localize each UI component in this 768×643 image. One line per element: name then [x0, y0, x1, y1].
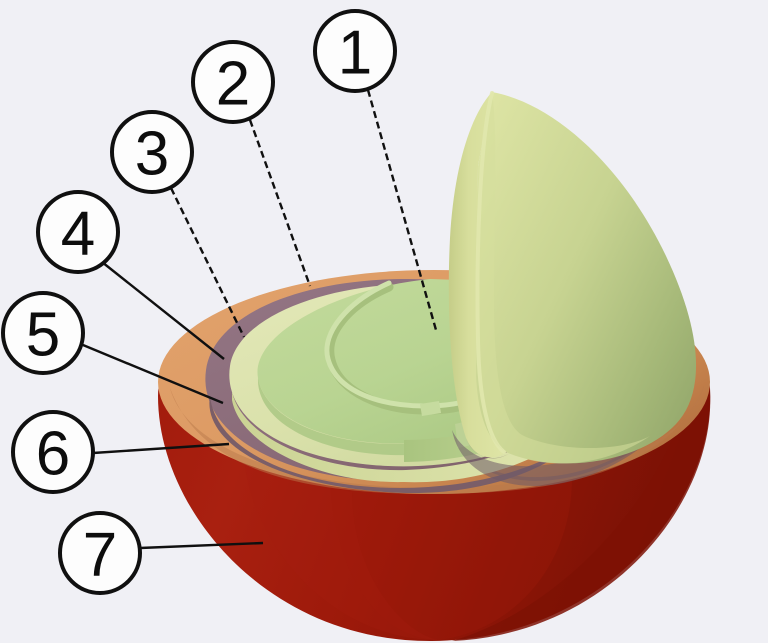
dome-ridge-highlight — [475, 91, 506, 454]
callout-2[interactable]: 2 — [191, 40, 275, 124]
callout-1[interactable]: 1 — [313, 9, 397, 93]
leader-line-6 — [92, 442, 230, 455]
shell-front-band — [330, 470, 572, 640]
embryo-ridge-cap — [420, 401, 441, 416]
callout-label-5: 5 — [26, 301, 60, 370]
callout-label-3: 3 — [135, 120, 169, 189]
shell-front-band-2 — [243, 440, 438, 640]
callout-circle-7[interactable] — [58, 511, 142, 595]
callout-3[interactable]: 3 — [110, 110, 194, 194]
callout-label-6: 6 — [36, 420, 70, 489]
leader-line-4 — [101, 261, 225, 360]
callout-label-1: 1 — [338, 19, 372, 88]
dome-left-face — [448, 92, 506, 458]
callouts-group: 1 2 3 4 5 6 7 — [1, 9, 397, 595]
leader-line-7 — [139, 541, 264, 550]
dome-right-face — [474, 92, 697, 464]
callout-circle-3[interactable] — [110, 110, 194, 194]
callout-7[interactable]: 7 — [58, 511, 142, 595]
callout-circle-2[interactable] — [191, 40, 275, 124]
dome-front-panel — [475, 92, 650, 464]
callout-label-4: 4 — [61, 200, 95, 269]
leader-line-2 — [248, 119, 312, 287]
leader-lines-group — [82, 89, 438, 550]
shell-right-shading — [452, 316, 711, 641]
callout-4[interactable]: 4 — [36, 190, 120, 274]
intact-cotyledon-dome — [448, 91, 697, 487]
callout-label-2: 2 — [216, 50, 250, 119]
callout-5[interactable]: 5 — [1, 291, 85, 375]
callout-6[interactable]: 6 — [11, 410, 95, 494]
leader-line-1 — [366, 89, 438, 331]
callout-circle-5[interactable] — [1, 291, 85, 375]
callout-circle-1[interactable] — [313, 9, 397, 93]
callout-circle-6[interactable] — [11, 410, 95, 494]
callout-label-7: 7 — [83, 521, 117, 590]
leader-line-5 — [82, 343, 224, 405]
leader-line-3 — [169, 187, 246, 338]
pale-green-step — [232, 392, 556, 483]
callout-circle-4[interactable] — [36, 190, 120, 274]
